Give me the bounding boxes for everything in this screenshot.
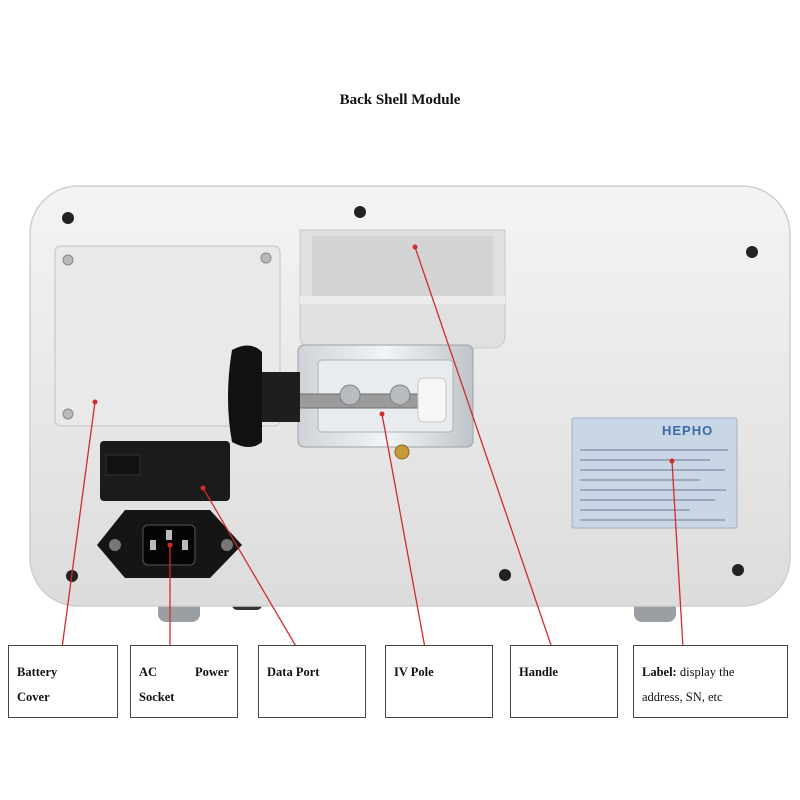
callout-handle: Handle	[510, 645, 618, 718]
screw-hole	[732, 564, 744, 576]
brass-fitting	[394, 444, 410, 460]
callout-handle-text: Handle	[519, 665, 558, 679]
data-port-latch	[105, 454, 141, 476]
clamp-pad	[417, 377, 447, 423]
iv-pole-knob	[228, 345, 262, 447]
callout-socket-word: Socket	[139, 690, 175, 704]
callout-battery-cover-line1: Battery	[17, 665, 58, 679]
leader-battery-cover	[61, 401, 96, 649]
callout-data-port: Data Port	[258, 645, 366, 718]
callout-ac-word: AC	[139, 665, 158, 679]
callout-label: Label: display the address, SN, etc	[633, 645, 788, 718]
screw-hole	[62, 212, 74, 224]
clamp-bolt	[389, 384, 411, 406]
battery-cover	[54, 245, 281, 427]
screw-hole	[746, 246, 758, 258]
callout-ac-power-socket: AC Power Socket	[130, 645, 238, 718]
battery-screw	[62, 254, 74, 266]
callout-power-word: Power	[194, 665, 229, 679]
knob-shaft	[255, 372, 300, 422]
leader-data-port	[202, 487, 298, 649]
callout-battery-cover: Battery Cover	[8, 645, 118, 718]
handle-grip-edge	[300, 296, 505, 304]
callout-label-bold: Label:	[642, 665, 677, 679]
leader-lines	[61, 246, 684, 649]
ac-socket-screw	[109, 539, 121, 551]
callout-battery-cover-line2: Cover	[17, 690, 50, 704]
callout-iv-pole: IV Pole	[385, 645, 493, 718]
clamp-bolt	[339, 384, 361, 406]
callout-label-line2: address, SN, etc	[642, 690, 723, 704]
leader-label	[671, 460, 684, 649]
handle-recess-inner	[312, 236, 493, 296]
battery-screw	[260, 252, 272, 264]
screw-hole	[499, 569, 511, 581]
leader-handle	[414, 246, 553, 649]
battery-screw	[62, 408, 74, 420]
ac-socket-screw	[221, 539, 233, 551]
ac-pin	[166, 530, 172, 540]
label-plate-text-lines	[580, 449, 728, 521]
label-plate-brand: HEPHO	[662, 423, 714, 438]
ac-pin	[150, 540, 156, 550]
callout-data-port-text: Data Port	[267, 665, 320, 679]
screw-hole	[354, 206, 366, 218]
callout-label-rest: display the	[676, 665, 735, 679]
diagram-title: Back Shell Module	[339, 92, 461, 108]
ac-pin	[182, 540, 188, 550]
leader-iv-pole	[381, 413, 426, 649]
callout-iv-pole-text: IV Pole	[394, 665, 434, 679]
